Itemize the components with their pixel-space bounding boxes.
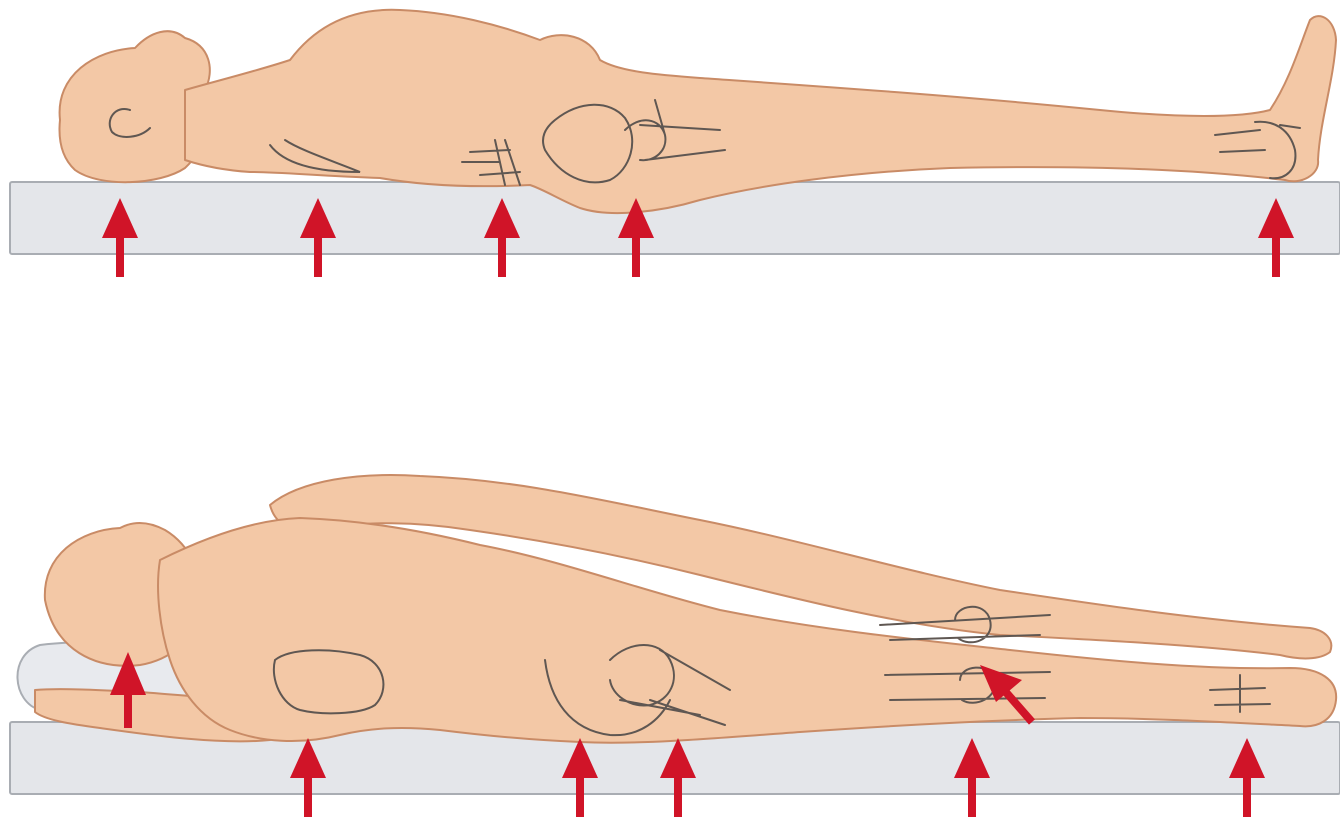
supine-scene xyxy=(10,10,1340,277)
lateral-scene xyxy=(10,475,1340,817)
lateral-body xyxy=(35,475,1336,743)
